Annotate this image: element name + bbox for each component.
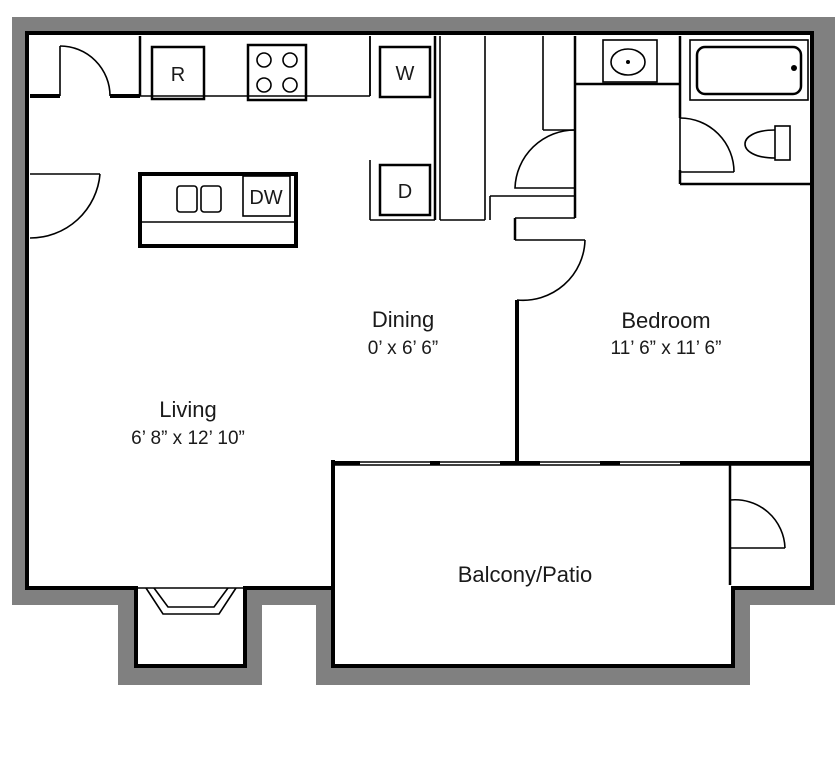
living-dimensions: 6’ 8” x 12’ 10”: [131, 428, 245, 449]
dryer: D: [378, 163, 432, 217]
sink-icon: [610, 48, 646, 76]
kitchen-island: DW: [138, 172, 298, 248]
bedroom-walls: [515, 239, 586, 463]
balcony-label: Balcony/Patio: [458, 562, 593, 587]
cooktop: [246, 43, 308, 102]
dishwasher-label: DW: [249, 187, 282, 209]
sliding-doors: [331, 460, 812, 590]
balcony-storage: [728, 465, 786, 585]
living-label: Living: [159, 397, 216, 422]
toilet-icon: [744, 125, 791, 161]
side-door: [29, 173, 101, 239]
entry-door: [30, 45, 140, 98]
washer: W: [378, 45, 432, 99]
bathtub-icon: [695, 45, 803, 96]
laundry-closet: [369, 36, 486, 221]
washer-label: W: [396, 63, 415, 85]
bedroom-label: Bedroom: [621, 308, 710, 333]
bay-window: [136, 587, 245, 615]
bathroom: [575, 36, 812, 186]
dryer-label: D: [398, 181, 412, 203]
bedroom-closet: [489, 36, 585, 241]
dining-dimensions: 0’ x 6’ 6”: [368, 338, 438, 359]
dining-label: Dining: [372, 307, 434, 332]
refrigerator: R: [150, 45, 206, 101]
bedroom-dimensions: 11’ 6” x 11’ 6”: [611, 338, 722, 359]
exterior-wall: [12, 17, 835, 685]
refrigerator-label: R: [171, 64, 185, 86]
